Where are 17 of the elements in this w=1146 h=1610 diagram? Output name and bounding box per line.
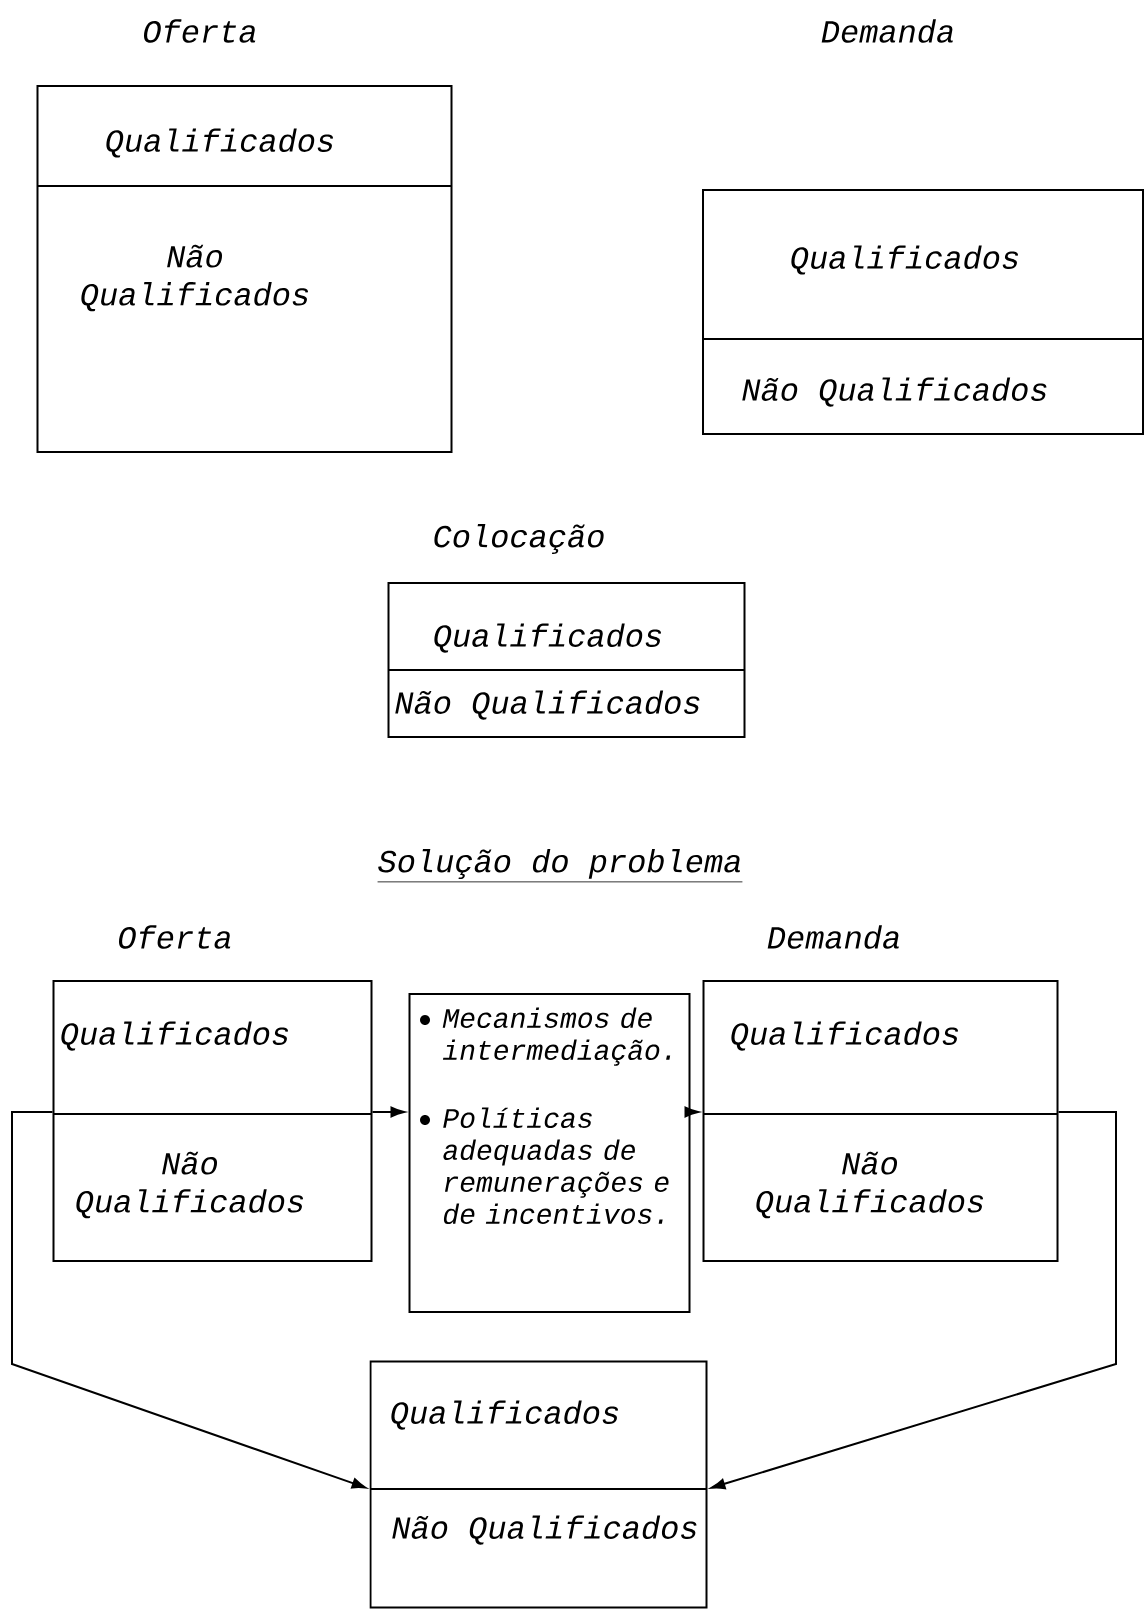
node-label: Oferta <box>118 925 231 949</box>
arrow <box>710 1111 1117 1490</box>
divided-box: Demanda Qualificados Não Qualificados <box>702 19 1144 435</box>
divided-box: Oferta Qualificados Não Qualificados <box>36 19 453 453</box>
arrow <box>684 1106 699 1118</box>
divided-box: Colocação Qualificados Não Qualificados <box>387 523 746 738</box>
divided-box: Qualificados Não Qualificados <box>369 1360 708 1609</box>
arrow <box>11 1111 367 1489</box>
arrow <box>371 1106 405 1118</box>
node-label: Demanda <box>767 925 899 949</box>
divided-box: Demanda Qualificados Não Qualificados <box>702 925 1059 1262</box>
node-label: Colocação <box>434 523 604 555</box>
section-heading: Solução do problema <box>377 848 743 883</box>
text-box: Mecanismos de intermediação. Políticas adequadas de remunerações e de incentivos. <box>408 993 691 1313</box>
divided-box: Oferta Qualificados Não Qualificados <box>52 925 373 1262</box>
node-label: Demanda <box>821 19 953 43</box>
node-label: Oferta <box>143 19 256 43</box>
